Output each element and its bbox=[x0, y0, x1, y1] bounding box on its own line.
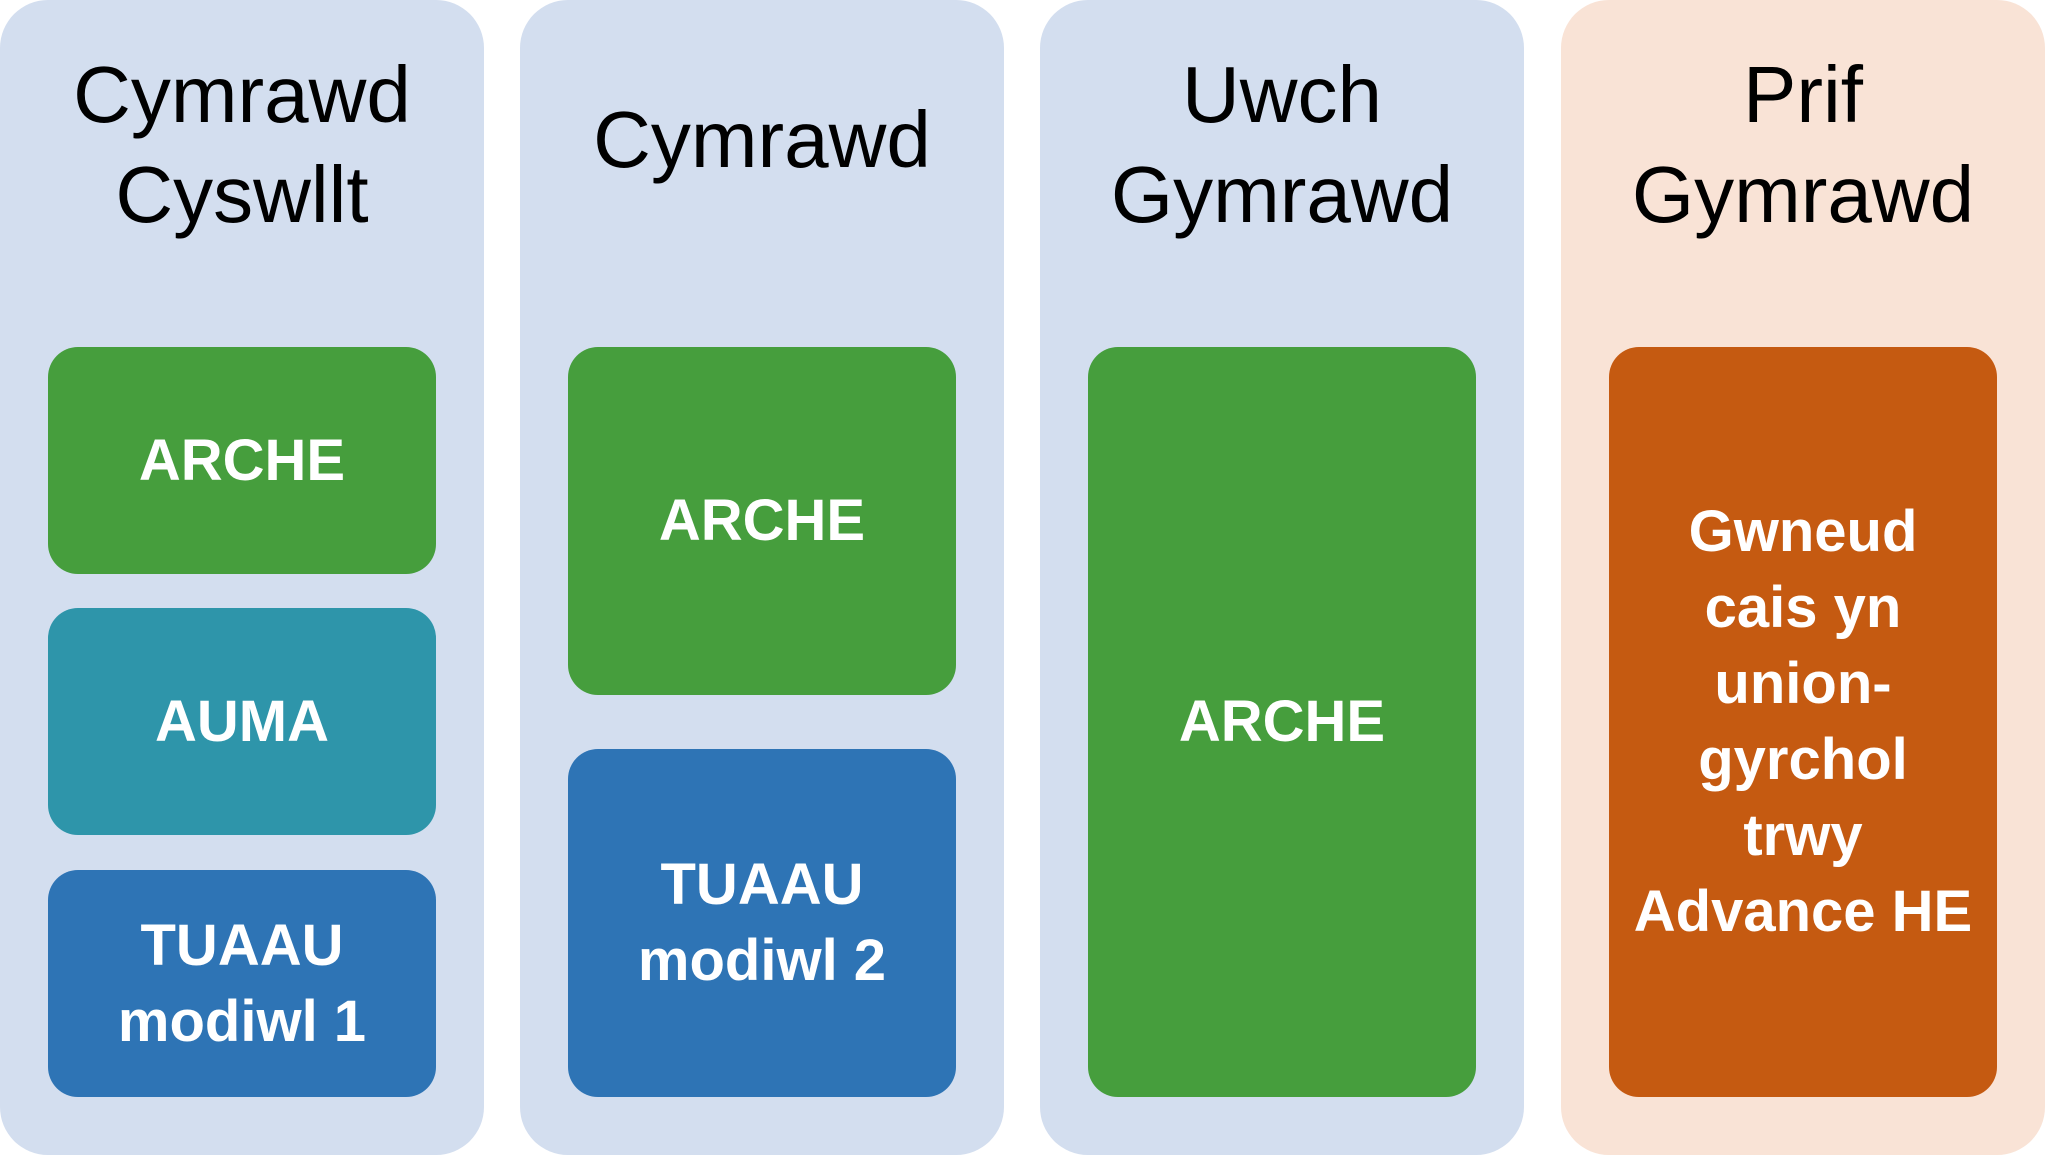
column-title: Cymrawd Cyswllt bbox=[73, 50, 411, 239]
column-title: Cymrawd bbox=[593, 95, 931, 184]
column-title: Uwch Gymrawd bbox=[1110, 50, 1454, 239]
box-arche: ARCHE bbox=[48, 347, 436, 574]
column-title: Prif Gymrawd bbox=[1631, 50, 1975, 239]
box-advance-he: Gwneud cais yn union- gyrchol trwy Advan… bbox=[1609, 347, 1997, 1097]
box-arche: ARCHE bbox=[1088, 347, 1476, 1097]
box-auma: AUMA bbox=[48, 608, 436, 835]
column-cymrawd-cyswllt: Cymrawd Cyswllt ARCHE AUMA TUAAU modiwl … bbox=[0, 0, 484, 1155]
column-uwch-gymrawd: Uwch Gymrawd ARCHE bbox=[1040, 0, 1524, 1155]
column-prif-gymrawd: Prif Gymrawd Gwneud cais yn union- gyrch… bbox=[1561, 0, 2045, 1155]
column-cymrawd: Cymrawd ARCHE TUAAU modiwl 2 bbox=[520, 0, 1004, 1155]
box-tuaau-modiwl-2: TUAAU modiwl 2 bbox=[568, 749, 956, 1097]
box-arche: ARCHE bbox=[568, 347, 956, 695]
box-tuaau-modiwl-1: TUAAU modiwl 1 bbox=[48, 870, 436, 1097]
